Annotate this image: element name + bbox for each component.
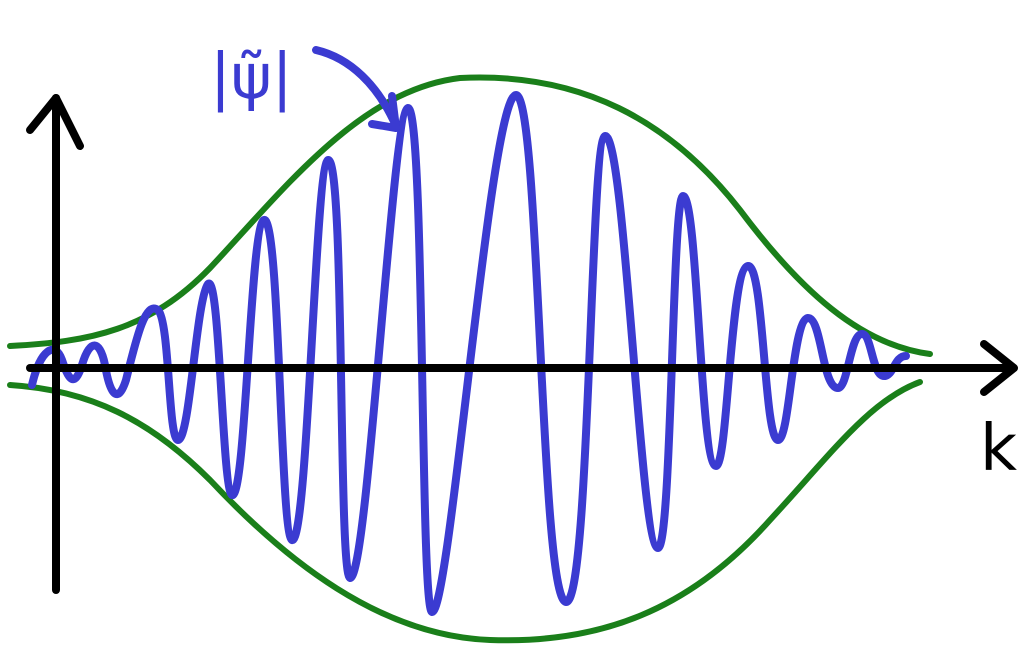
annotation-arrow-head (368, 92, 400, 132)
vertical-axis-arrowhead (26, 94, 84, 150)
wave-label: |ψ̃| (210, 40, 293, 114)
envelope-upper-curve (7, 74, 933, 357)
axis-label-k: k (980, 412, 1017, 486)
envelope-lower-curve (7, 379, 923, 644)
horizontal-axis-arrowhead (980, 340, 1018, 396)
wave-oscillation (28, 91, 910, 617)
annotation-arrow-shaft (312, 46, 400, 130)
